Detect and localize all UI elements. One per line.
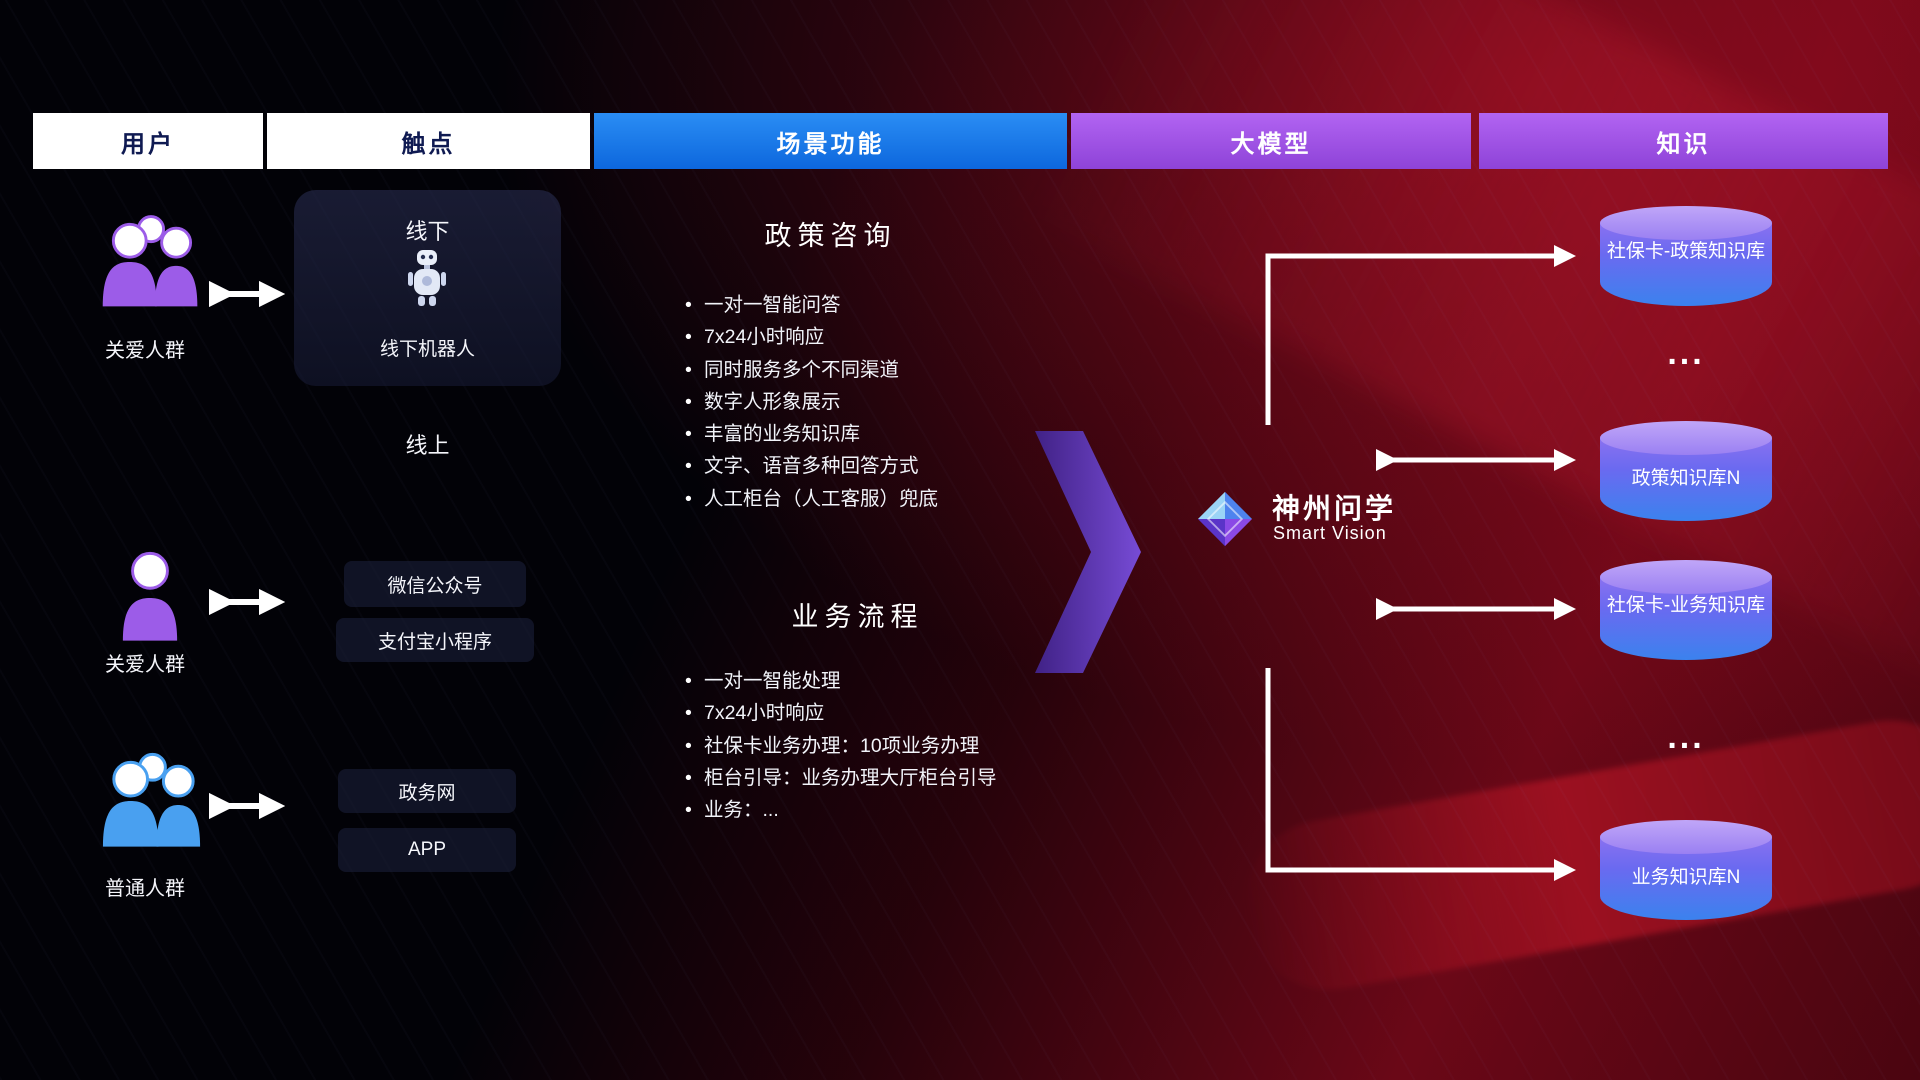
scenario-business-title: 业务流程 <box>791 602 924 632</box>
scenario-business-item: 社保卡业务办理：10项业务办理 <box>682 730 997 763</box>
column-header-scenarios: 场景功能 <box>594 113 1067 169</box>
touchpoint-app: APP <box>338 828 516 872</box>
user-group-care-icon <box>95 212 207 310</box>
kb-business-shebao: 社保卡-业务知识库 <box>1600 560 1772 660</box>
scenario-business-list: 一对一智能处理 7x24小时响应 社保卡业务办理：10项业务办理 柜台引导：业务… <box>682 665 997 827</box>
scenario-policy-item: 同时服务多个不同渠道 <box>682 354 938 387</box>
scenario-policy-item: 一对一智能问答 <box>682 289 938 322</box>
kb-label: 社保卡-政策知识库 <box>1606 241 1766 262</box>
scenario-business-item: 柜台引导：业务办理大厅柜台引导 <box>682 762 997 795</box>
scenario-policy-item: 7x24小时响应 <box>682 321 938 354</box>
flow-arrow-icon <box>1035 431 1141 673</box>
column-header-users-label: 用户 <box>121 130 175 158</box>
robot-icon <box>405 248 449 310</box>
user-group-care-label: 关爱人群 <box>105 340 185 362</box>
column-header-users: 用户 <box>33 113 263 169</box>
touchpoint-alipay: 支付宝小程序 <box>336 618 534 662</box>
column-header-touchpoints-label: 触点 <box>401 130 456 158</box>
database-cylinder-cap <box>1600 560 1772 594</box>
kb-business-n: 业务知识库N <box>1600 820 1772 920</box>
online-title: 线上 <box>405 433 450 458</box>
kb-label: 政策知识库N <box>1631 468 1741 489</box>
scenario-policy-item: 丰富的业务知识库 <box>682 418 938 451</box>
kb-policy-shebao: 社保卡-政策知识库 <box>1600 206 1772 306</box>
user-group-general-label: 普通人群 <box>105 878 185 900</box>
scenario-policy-item: 人工柜台（人工客服）兜底 <box>682 483 938 516</box>
scenario-policy-item: 数字人形象展示 <box>682 386 938 419</box>
database-cylinder-cap <box>1600 820 1772 854</box>
scenario-policy-item: 文字、语音多种回答方式 <box>682 450 938 483</box>
scenario-policy-list: 一对一智能问答 7x24小时响应 同时服务多个不同渠道 数字人形象展示 丰富的业… <box>682 289 938 515</box>
scenario-business-item: 7x24小时响应 <box>682 697 997 730</box>
connector-model-to-business-kb-n <box>1265 668 1576 881</box>
kb-label: 社保卡-业务知识库 <box>1606 595 1766 616</box>
user-single-care-label: 关爱人群 <box>105 654 185 676</box>
database-cylinder-cap <box>1600 206 1772 240</box>
kb-policy-n: 政策知识库N <box>1600 421 1772 521</box>
touchpoint-wechat: 微信公众号 <box>344 561 526 607</box>
connector-model-to-policy-kb <box>1265 244 1576 425</box>
scenario-business-item: 一对一智能处理 <box>682 665 997 698</box>
column-header-model: 大模型 <box>1071 113 1471 169</box>
offline-title: 线下 <box>405 219 450 244</box>
model-name: 神州问学 <box>1272 493 1397 524</box>
scenario-business-item: 业务：... <box>682 794 997 827</box>
user-single-care-icon <box>119 549 181 643</box>
column-header-knowledge: 知识 <box>1479 113 1888 169</box>
smart-vision-logo-icon <box>1197 491 1253 547</box>
model-subtitle: Smart Vision <box>1273 523 1387 543</box>
column-header-scenarios-label: 场景功能 <box>776 130 885 158</box>
user-group-general-icon <box>95 750 210 850</box>
column-header-knowledge-label: 知识 <box>1656 130 1711 158</box>
column-header-touchpoints: 触点 <box>267 113 590 169</box>
kb-label: 业务知识库N <box>1631 867 1741 888</box>
column-header-model-label: 大模型 <box>1230 130 1312 158</box>
scenario-policy-title: 政策咨询 <box>764 221 897 251</box>
touchpoint-govweb: 政务网 <box>338 769 516 813</box>
offline-robot-label: 线下机器人 <box>379 339 475 360</box>
database-cylinder-cap <box>1600 421 1772 455</box>
